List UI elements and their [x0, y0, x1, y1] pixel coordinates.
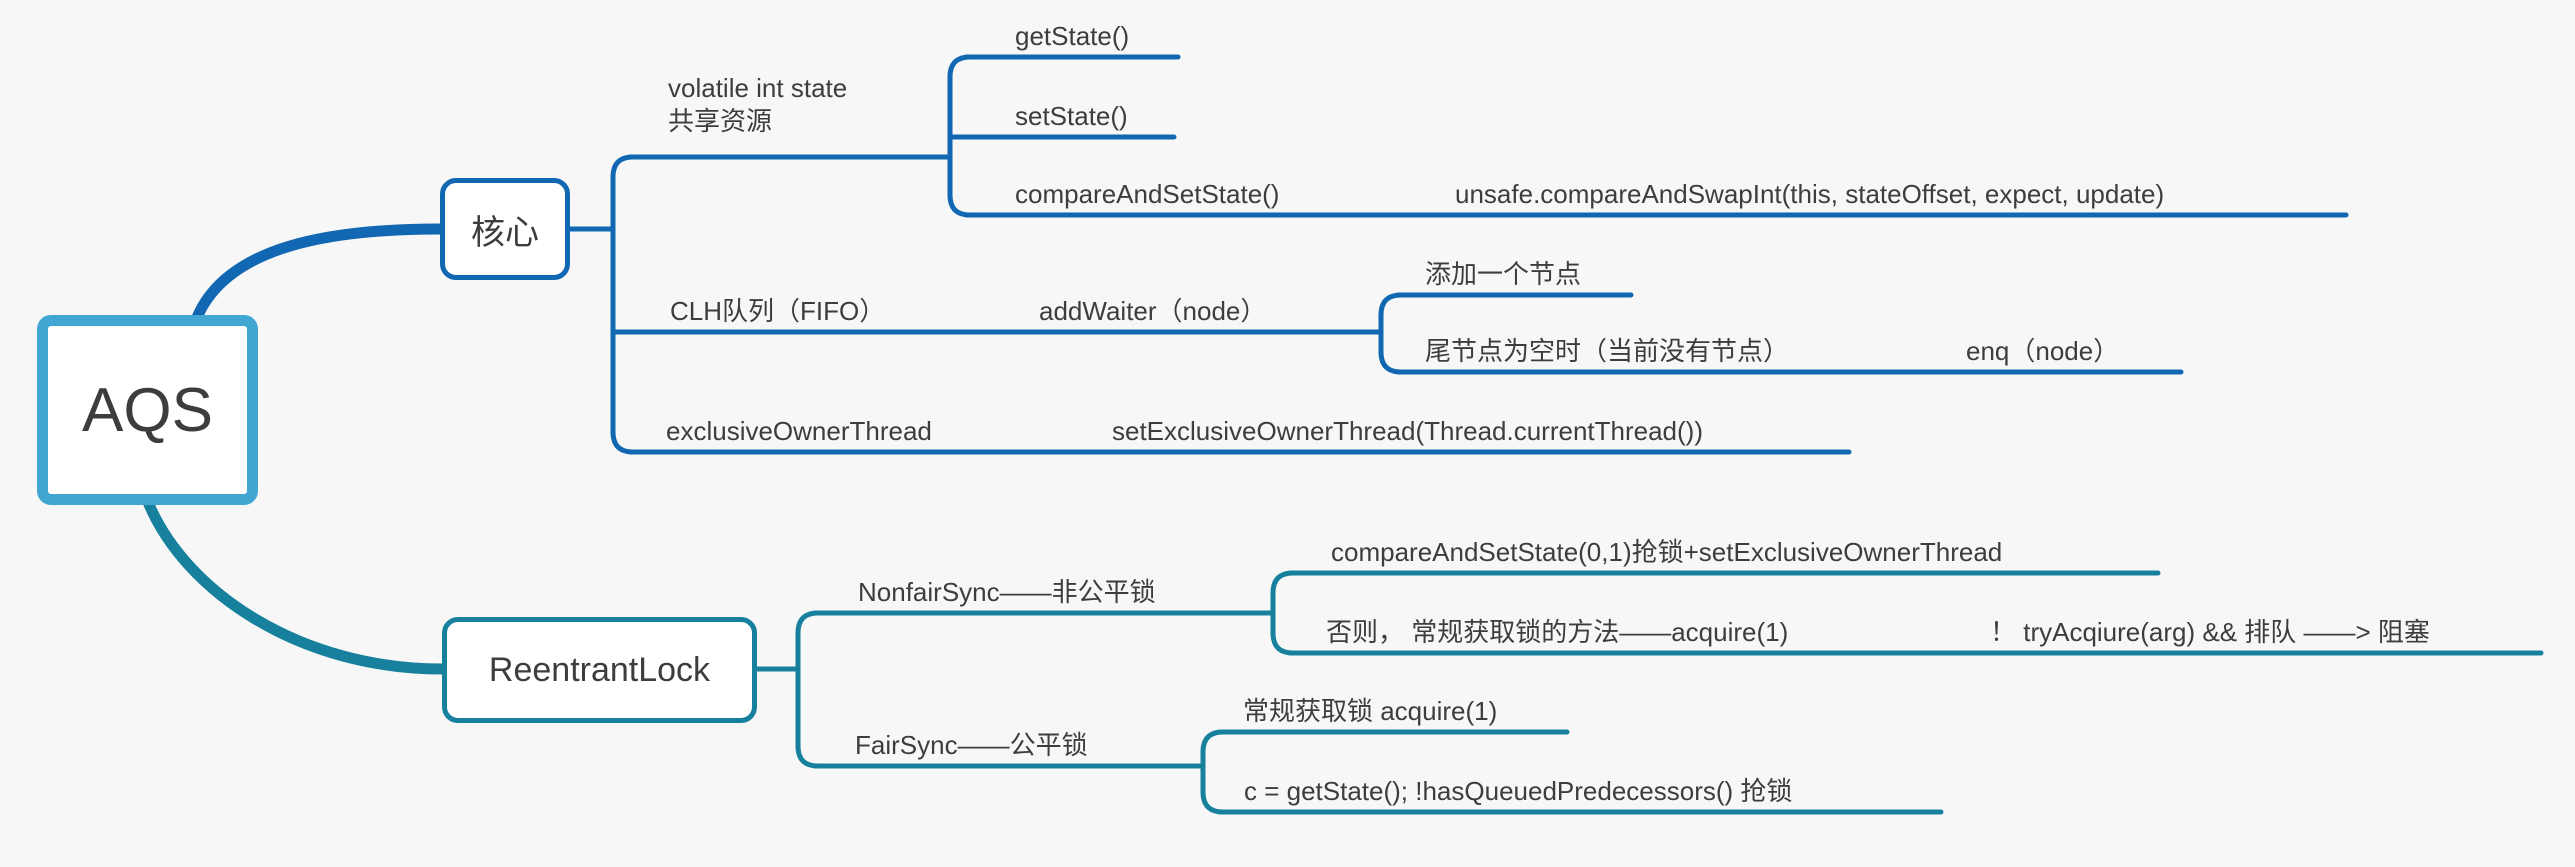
topic-exclusiveownerthread[interactable]: exclusiveOwnerThread: [666, 416, 932, 446]
reentrantlock-children-spine: [795, 610, 821, 769]
root-topic-aqs[interactable]: AQS: [37, 315, 258, 505]
topic-enq[interactable]: enq（node）: [1966, 336, 2120, 366]
topic-volatile-int-state[interactable]: volatile int state 共享资源: [668, 73, 848, 136]
topic-cas01-grab[interactable]: compareAndSetState(0,1)抢锁+setExclusiveOw…: [1331, 537, 2003, 567]
topic-else-acquire[interactable]: 否则， 常规获取锁的方法——acquire(1): [1326, 617, 1789, 647]
nonfairsync-children-spine: [1270, 570, 1296, 656]
fairsync-children-spine: [1200, 729, 1226, 815]
topic-fairsync[interactable]: FairSync——公平锁: [855, 730, 1088, 760]
topic-unsafe-compareandswapint[interactable]: unsafe.compareAndSwapInt(this, stateOffs…: [1455, 179, 2165, 209]
topic-tryacquire-queue-block[interactable]: ！ tryAcqiure(arg) && 排队 ——> 阻塞: [1990, 617, 2430, 647]
branch-curve-root-to-reentrantlock: [142, 496, 448, 675]
core-children-spine: [610, 154, 636, 455]
topic-tail-empty[interactable]: 尾节点为空时（当前没有节点）: [1425, 336, 1790, 366]
topic-setexclusiveownerthread[interactable]: setExclusiveOwnerThread(Thread.currentTh…: [1112, 416, 1703, 446]
topic-compareandsetstate[interactable]: compareAndSetState(): [1015, 179, 1280, 209]
topic-normal-acquire[interactable]: 常规获取锁 acquire(1): [1243, 696, 1498, 726]
branch-curve-root-to-core: [190, 223, 446, 326]
topic-fair-grab[interactable]: c = getState(); !hasQueuedPredecessors()…: [1244, 776, 1793, 806]
topic-nonfairsync[interactable]: NonfairSync——非公平锁: [858, 577, 1156, 607]
topic-getstate[interactable]: getState(): [1015, 21, 1130, 51]
topic-setstate[interactable]: setState(): [1015, 101, 1128, 131]
topic-add-node[interactable]: 添加一个节点: [1425, 259, 1582, 289]
topic-clh-queue[interactable]: CLH队列（FIFO）: [670, 296, 886, 326]
topic-reentrantlock[interactable]: ReentrantLock: [442, 617, 757, 723]
topic-addwaiter[interactable]: addWaiter（node）: [1039, 296, 1267, 326]
addwaiter-children-spine: [1378, 292, 1404, 375]
topic-core[interactable]: 核心: [440, 178, 570, 280]
